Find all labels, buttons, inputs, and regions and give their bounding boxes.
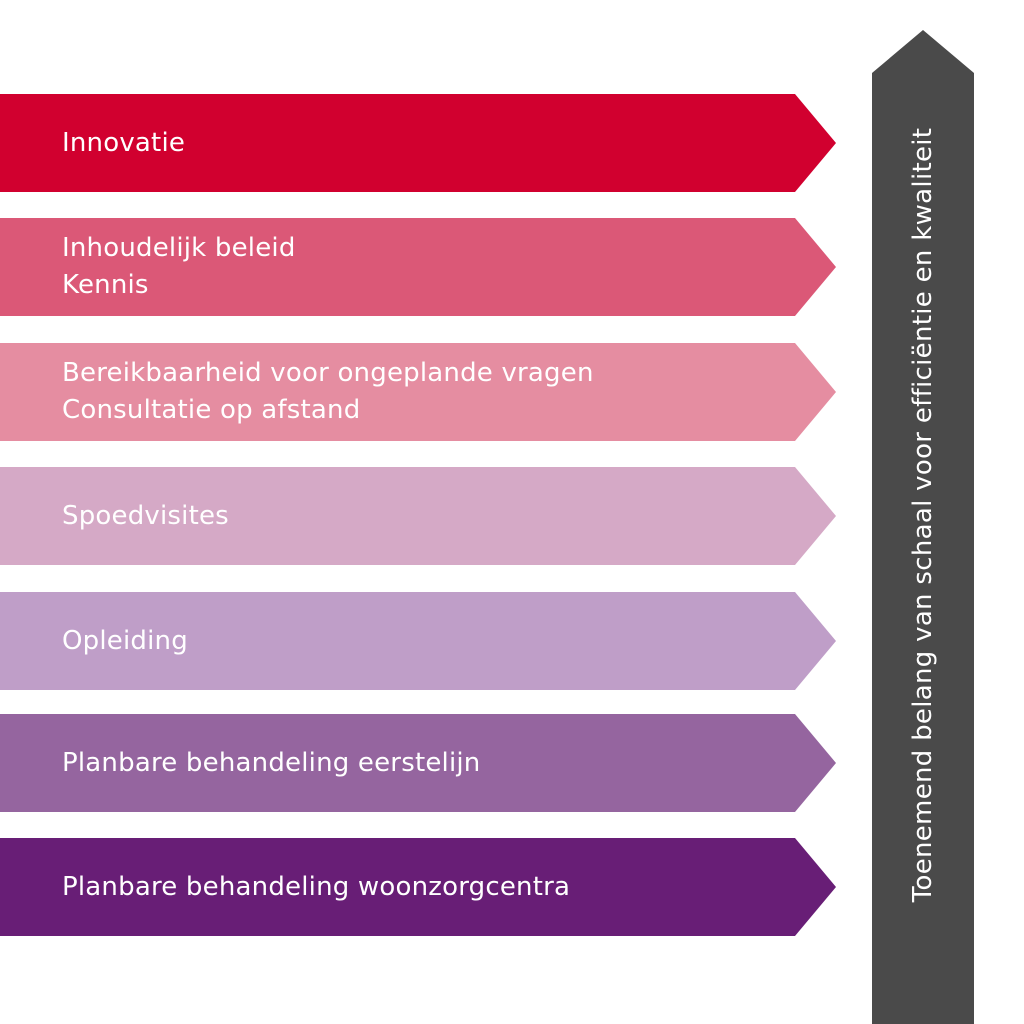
band-label-line: Inhoudelijk beleid: [62, 233, 296, 263]
band-planbare-woonzorgcentra: Planbare behandeling woonzorgcentra: [0, 838, 836, 936]
band-label-line: Kennis: [62, 270, 149, 300]
band-label-line: Innovatie: [62, 127, 186, 158]
band-inhoudelijk-beleid: Inhoudelijk beleid Kennis: [0, 218, 836, 316]
band-label-line: Consultatie op afstand: [62, 395, 361, 425]
band-label-line: Opleiding: [62, 625, 188, 656]
band-spoedvisites: Spoedvisites: [0, 467, 836, 565]
vertical-axis-arrow: [872, 30, 974, 1024]
band-label-line: Planbare behandeling eerstelijn: [62, 747, 481, 778]
band-planbare-eerstelijn: Planbare behandeling eerstelijn: [0, 714, 836, 812]
vertical-axis-label: Toenemend belang van schaal voor efficië…: [908, 127, 938, 903]
band-opleiding: Opleiding: [0, 592, 836, 690]
band-label-line: Bereikbaarheid voor ongeplande vragen: [62, 358, 594, 388]
band-label-line: Planbare behandeling woonzorgcentra: [62, 871, 571, 902]
band-label-line: Spoedvisites: [62, 500, 229, 531]
band-bereikbaarheid: Bereikbaarheid voor ongeplande vragen Co…: [0, 343, 836, 441]
band-innovatie: Innovatie: [0, 94, 836, 192]
